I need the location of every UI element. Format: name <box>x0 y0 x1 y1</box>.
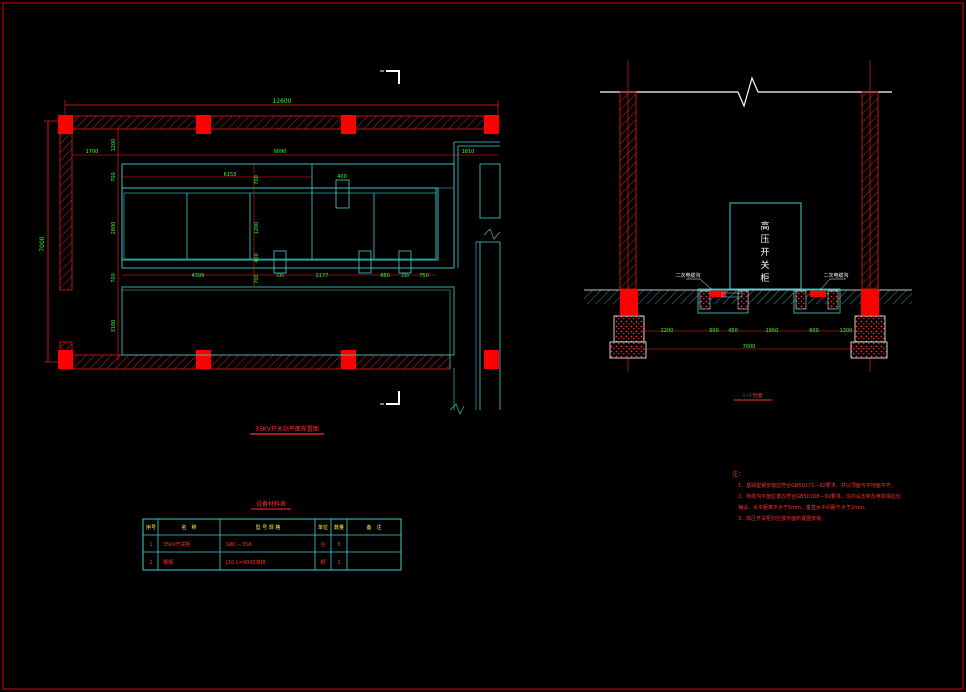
floor-plan: 12600 7000 1200 700 2800 700 3100 1700 9… <box>39 70 501 435</box>
section-wall-right <box>861 91 879 290</box>
table-header: 型 号 规 格 <box>256 524 281 531</box>
section-dim: 2200 <box>661 328 674 334</box>
note-line: 2、电缆沟平面位置应符合GB50168—92要求，沟内设支架及电缆相应位 <box>738 493 901 500</box>
section-dim: 450 <box>728 328 738 334</box>
table-cell: 1 <box>149 542 152 548</box>
notes-heading: 注： <box>732 470 744 478</box>
column-footing <box>620 289 638 315</box>
dim-9090: 9090 <box>274 149 287 155</box>
section-view: 高压开关柜 二次电缆沟 二次电缆沟 2200 600 450 1950 600 … <box>584 60 912 401</box>
column <box>484 350 499 369</box>
table-header: 数量 <box>334 524 344 531</box>
cable-trench-area <box>121 163 455 269</box>
section-dim: 1950 <box>766 328 779 334</box>
column <box>58 115 73 134</box>
dim-1700: 1700 <box>86 149 99 155</box>
dim-700: 700 <box>254 274 260 284</box>
table-title: 设备材料表 <box>256 500 286 508</box>
dim-1200: 1200 <box>254 222 260 235</box>
column <box>196 350 211 369</box>
section-dim: 600 <box>709 328 719 334</box>
table-cell: GBC—35A <box>226 542 252 548</box>
notes: 注： 1、基础型钢安装应符合GB50171—92要求，并以顶面与平地面平齐。 2… <box>732 470 901 522</box>
column <box>341 115 356 134</box>
column-footing <box>861 289 879 315</box>
column <box>58 350 73 369</box>
table-header: 单位 <box>318 524 328 531</box>
wall-top <box>59 115 499 130</box>
table-cell: 台 <box>320 541 325 548</box>
dim-total-width: 12600 <box>272 98 291 105</box>
dim-750: 750 <box>419 273 429 279</box>
table-cell: 2 <box>149 560 152 566</box>
dim-700: 700 <box>111 172 117 182</box>
section-mark-top <box>386 70 400 84</box>
note-line: 3、高压开关柜对应按平面布置图安装。 <box>738 515 826 522</box>
column <box>196 115 211 134</box>
cable-trench-right <box>793 288 841 314</box>
dim-880: 880 <box>380 273 390 279</box>
table-cell: 2 <box>337 560 340 566</box>
section-dim: 600 <box>809 328 819 334</box>
break-symbol <box>737 76 759 108</box>
dim-1200: 1200 <box>111 139 117 152</box>
dim-3100: 3100 <box>111 320 117 333</box>
table-header: 序号 <box>146 524 156 531</box>
table-cell: 5 <box>337 542 340 548</box>
dim-4399: 4399 <box>192 273 205 279</box>
dim-1810: 1810 <box>462 149 475 155</box>
dim-height-total: 7000 <box>39 236 46 251</box>
table-header: 备 注 <box>366 524 381 531</box>
column <box>341 350 356 369</box>
column <box>484 115 499 134</box>
trench-label-left: 二次电缆沟 <box>675 272 700 279</box>
note-line: 1、基础型钢安装应符合GB50171—92要求，并以顶面与平地面平齐。 <box>738 482 896 489</box>
equipment-table: 设备材料表 序号 名 称 型 号 规 格 单位 数量 备 注 1 35kV开关柜… <box>142 500 402 571</box>
dim-6153: 6153 <box>224 172 237 178</box>
dim-330: 330 <box>401 273 409 278</box>
note-line: 铺设，水平距离不大于5mm，垂直水平间距不大于2mm。 <box>738 504 869 511</box>
dim-2177: 2177 <box>316 273 329 279</box>
wall-bottom <box>59 354 451 370</box>
dim-700: 700 <box>254 175 260 185</box>
wall-left <box>59 128 73 291</box>
dim-2800: 2800 <box>111 222 117 235</box>
section-mark-bottom <box>386 391 400 405</box>
cabinet-label: 高压开关柜 <box>760 220 769 284</box>
section-caption: I—I 剖面 <box>743 392 763 399</box>
table-cell: 根 <box>320 559 325 566</box>
table-cell: 槽钢 <box>163 559 173 566</box>
dim-700: 700 <box>111 273 117 283</box>
dim-400: 400 <box>254 253 260 263</box>
table-cell: 35kV开关柜 <box>163 541 191 548</box>
section-dim-total: 7000 <box>743 344 756 350</box>
high-voltage-switchgear <box>729 202 802 290</box>
plan-caption: 35KV开关站平面布置图 <box>255 425 319 433</box>
dim-330: 330 <box>276 273 284 278</box>
dim-400: 400 <box>337 174 347 180</box>
section-dim: 1300 <box>840 328 853 334</box>
table-cell: [10 L=9000单排 <box>226 559 266 566</box>
table-header: 名 称 <box>181 524 196 531</box>
section-wall-left <box>619 91 637 290</box>
trench-label-right: 二次电缆沟 <box>823 272 848 279</box>
